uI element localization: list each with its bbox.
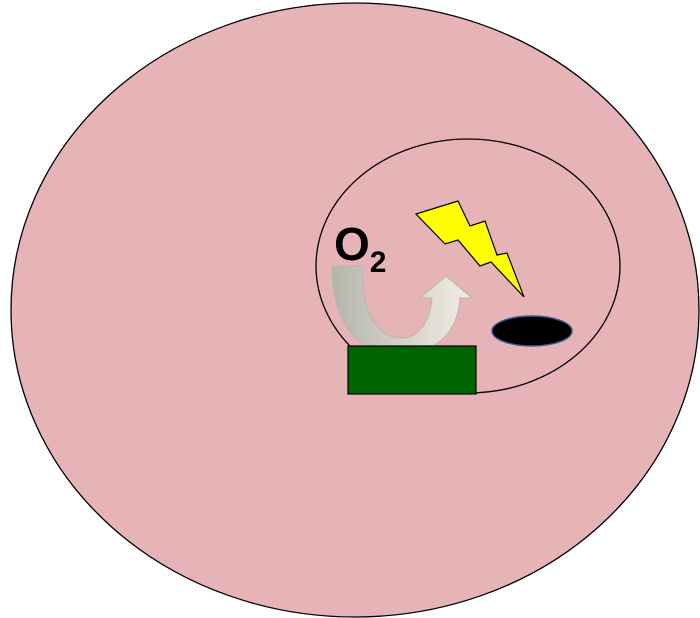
oxygen-subscript: 2 xyxy=(370,246,387,279)
black-oval xyxy=(492,316,572,346)
oxygen-symbol: O xyxy=(334,218,370,270)
green-block xyxy=(348,346,476,394)
